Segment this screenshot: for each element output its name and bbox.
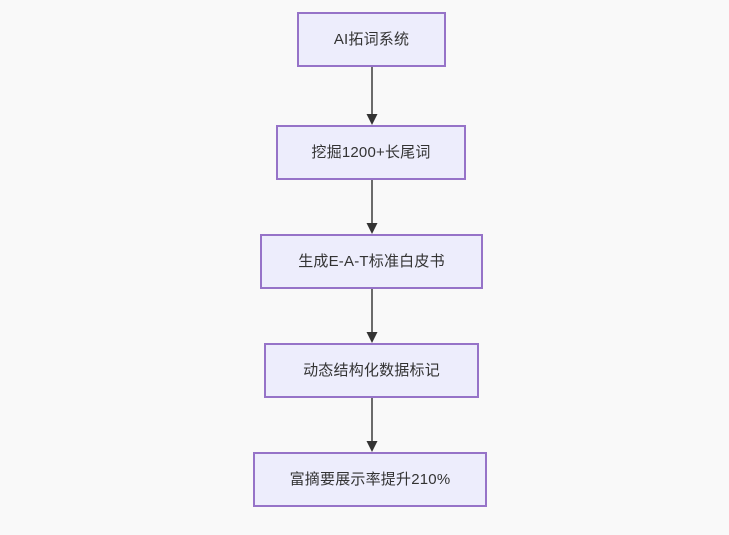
node-label: AI拓词系统 [333, 31, 410, 48]
node-label: 挖掘1200+长尾词 [311, 144, 431, 161]
flowchart-node-mine-longtail-keywords[interactable]: 挖掘1200+长尾词 [276, 125, 466, 180]
node-label: 动态结构化数据标记 [303, 362, 440, 379]
connector-node-1-to-node-2 [360, 67, 384, 131]
connector-node-4-to-node-5 [360, 398, 384, 458]
connector-node-3-to-node-4 [360, 289, 384, 349]
flowchart-node-ai-keyword-system[interactable]: AI拓词系统 [297, 12, 446, 67]
flowchart-node-generate-eat-whitepaper[interactable]: 生成E-A-T标准白皮书 [260, 234, 483, 289]
node-label: 生成E-A-T标准白皮书 [298, 253, 445, 270]
flowchart-node-dynamic-structured-data-markup[interactable]: 动态结构化数据标记 [264, 343, 479, 398]
node-label: 富摘要展示率提升210% [289, 471, 451, 488]
flowchart-node-rich-snippet-rate-increase[interactable]: 富摘要展示率提升210% [253, 452, 487, 507]
connector-node-2-to-node-3 [360, 180, 384, 240]
